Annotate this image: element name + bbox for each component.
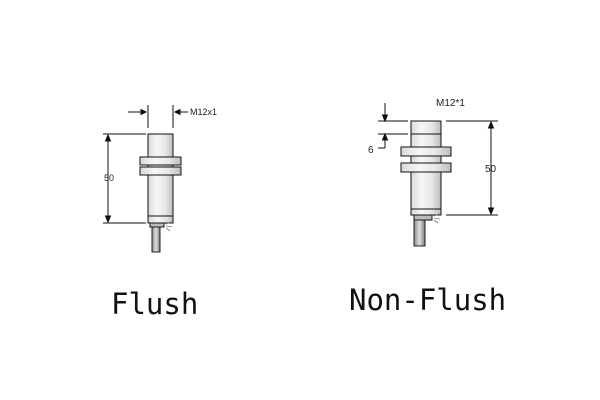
non-flush-led-indicator [433,213,441,224]
flush-cable [151,226,161,253]
flush-thread-dimension [128,105,188,128]
non-flush-offset-dimension [378,103,408,149]
flush-length-dimension [103,133,146,224]
flush-caption: Flush [111,287,199,321]
flush-sensor: M12x1 50 [103,105,217,253]
non-flush-cable [413,219,426,247]
non-flush-sensor: M12*1 6 50 [368,98,498,247]
non-flush-length-label: 50 [485,164,497,175]
flush-led-indicator [165,221,173,232]
non-flush-length-dimension [446,120,498,216]
non-flush-caption: Non-Flush [349,283,507,317]
non-flush-sensor-body [400,120,452,221]
flush-thread-label: M12x1 [190,107,217,117]
flush-sensor-body [139,133,182,228]
non-flush-offset-label: 6 [368,145,374,156]
non-flush-thread-label: M12*1 [436,98,465,109]
flush-length-label: 50 [104,173,114,183]
